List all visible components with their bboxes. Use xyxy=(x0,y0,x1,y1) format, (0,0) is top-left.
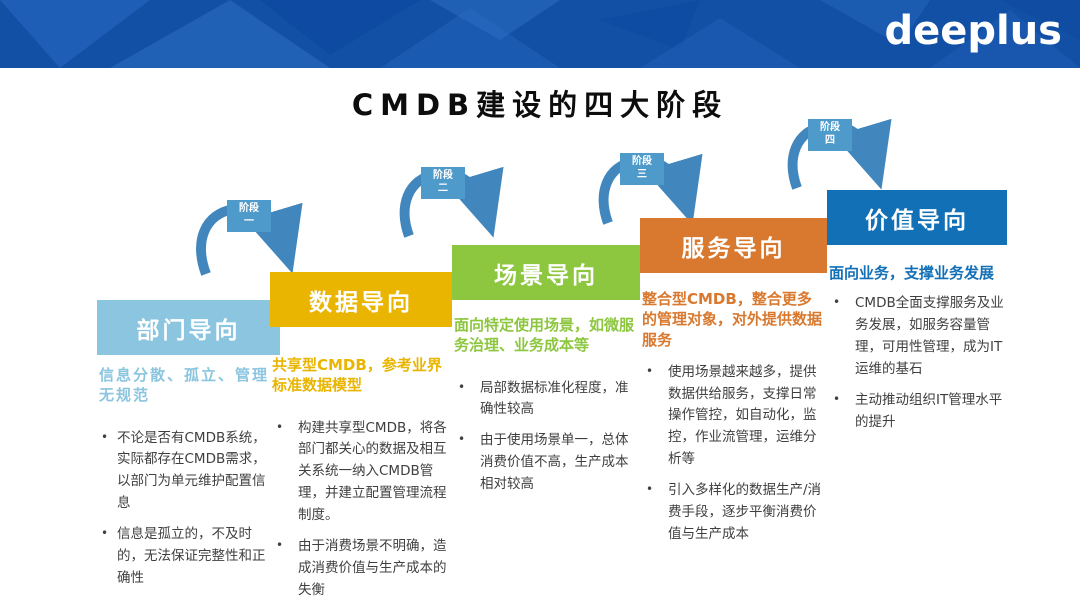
stage-column-data: 数据导向 共享型CMDB，参考业界标准数据模型 构建共享型CMDB，将各部门都关… xyxy=(270,272,452,608)
stage-bullet-list: CMDB全面支撑服务及业务发展，如服务容量管理，可用性管理，成为IT运维的基石 … xyxy=(827,293,1007,433)
stage-header: 数据导向 xyxy=(270,272,452,327)
stage-badge-label: 阶段 xyxy=(820,122,840,133)
stage-column-service: 服务导向 整合型CMDB，整合更多的管理对象，对外提供数据服务 使用场景越来越多… xyxy=(640,218,827,555)
deeplus-logo: deeplus xyxy=(884,8,1062,54)
stage-bullet-list: 不论是否有CMDB系统，实际都存在CMDB需求，以部门为单元维护配置信息 信息是… xyxy=(97,428,280,590)
stage-bullet-list: 使用场景越来越多，提供数据供给服务，支撑日常操作管控，如自动化，监控，作业流管理… xyxy=(640,362,827,546)
bullet-item: 构建共享型CMDB，将各部门都关心的数据及相互关系统一纳入CMDB管理，并建立配… xyxy=(272,418,450,527)
stage-badge-3: 阶段 三 xyxy=(620,153,664,185)
stage-badge-label: 阶段 xyxy=(632,156,652,167)
bullet-item: 由于使用场景单一，总体消费价值不高，生产成本相对较高 xyxy=(454,430,638,496)
stage-badge-1: 阶段 一 xyxy=(227,200,271,232)
bullet-item: 局部数据标准化程度，准确性较高 xyxy=(454,378,638,422)
stage-column-value: 价值导向 面向业务，支撑业务发展 CMDB全面支撑服务及业务发展，如服务容量管理… xyxy=(827,190,1007,442)
stage-subtitle: 面向特定使用场景，如微服务治理、业务成本等 xyxy=(454,316,635,355)
stage-badge-number: 三 xyxy=(637,168,647,180)
stage-badge-2: 阶段 二 xyxy=(421,167,465,199)
stage-subtitle: 信息分散、孤立、管理无规范 xyxy=(99,366,270,405)
stage-bullet-list: 局部数据标准化程度，准确性较高 由于使用场景单一，总体消费价值不高，生产成本相对… xyxy=(452,378,640,496)
stage-badge-label: 阶段 xyxy=(239,203,259,214)
stage-badge-number: 一 xyxy=(244,215,254,227)
top-banner: deeplus xyxy=(0,0,1080,68)
stage-badge-label: 阶段 xyxy=(433,170,453,181)
bullet-item: 引入多样化的数据生产/消费手段，逐步平衡消费价值与生产成本 xyxy=(642,480,825,546)
bullet-item: 不论是否有CMDB系统，实际都存在CMDB需求，以部门为单元维护配置信息 xyxy=(99,428,278,515)
stage-header: 部门导向 xyxy=(97,300,280,355)
banner-geometric-pattern xyxy=(0,0,1080,68)
stage-badge-number: 四 xyxy=(825,134,835,146)
stage-badge-4: 阶段 四 xyxy=(808,119,852,151)
bullet-item: 使用场景越来越多，提供数据供给服务，支撑日常操作管控，如自动化，监控，作业流管理… xyxy=(642,362,825,471)
stage-subtitle: 整合型CMDB，整合更多的管理对象，对外提供数据服务 xyxy=(642,290,823,349)
stage-header: 场景导向 xyxy=(452,245,640,300)
stage-subtitle: 面向业务，支撑业务发展 xyxy=(829,264,995,282)
page-title: CMDB建设的四大阶段 xyxy=(351,88,729,122)
stage-column-department: 部门导向 信息分散、孤立、管理无规范 不论是否有CMDB系统，实际都存在CMDB… xyxy=(97,300,280,599)
stage-column-scenario: 场景导向 面向特定使用场景，如微服务治理、业务成本等 局部数据标准化程度，准确性… xyxy=(452,245,640,505)
bullet-item: CMDB全面支撑服务及业务发展，如服务容量管理，可用性管理，成为IT运维的基石 xyxy=(829,293,1005,380)
bullet-item: 信息是孤立的，不及时的，无法保证完整性和正确性 xyxy=(99,524,278,590)
stage-bullet-list: 构建共享型CMDB，将各部门都关心的数据及相互关系统一纳入CMDB管理，并建立配… xyxy=(270,418,452,602)
bullet-item: 由于消费场景不明确，造成消费价值与生产成本的失衡 xyxy=(272,536,450,602)
stage-header: 价值导向 xyxy=(827,190,1007,245)
stage-subtitle: 共享型CMDB，参考业界标准数据模型 xyxy=(272,356,442,395)
stage-header: 服务导向 xyxy=(640,218,827,273)
bullet-item: 主动推动组织IT管理水平的提升 xyxy=(829,390,1005,434)
stage-badge-number: 二 xyxy=(438,182,448,194)
